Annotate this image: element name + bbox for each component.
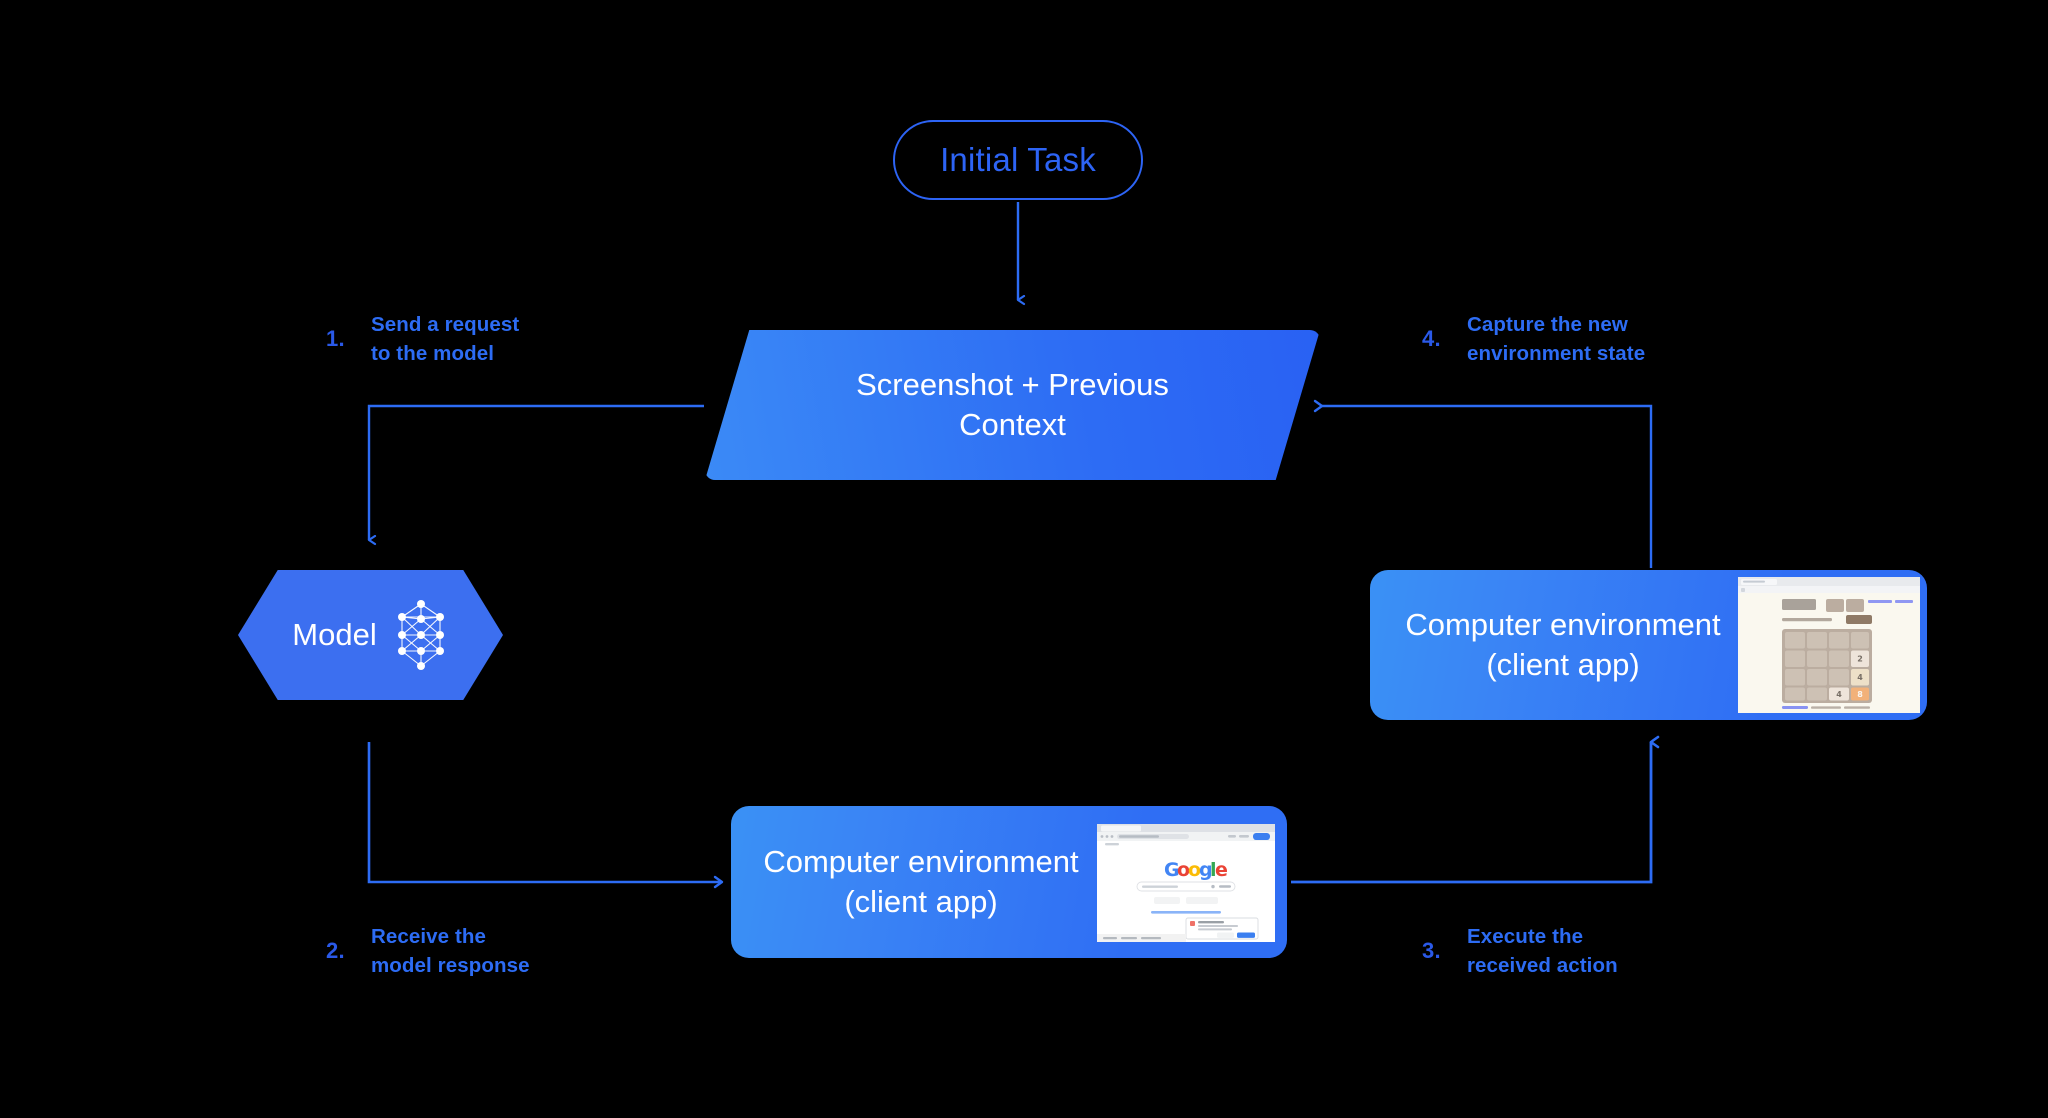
step-3-number: 3. bbox=[1422, 938, 1441, 964]
step-4-number: 4. bbox=[1422, 326, 1441, 352]
initial-task-label: Initial Task bbox=[940, 141, 1096, 178]
svg-text:2: 2 bbox=[1857, 655, 1863, 664]
node-env-right[interactable]: Computer environment (client app) bbox=[1370, 570, 1927, 720]
node-env-bottom[interactable]: Computer environment (client app) bbox=[731, 806, 1287, 958]
model-label: Model bbox=[292, 617, 377, 652]
edge-env-right-to-context bbox=[1313, 399, 1653, 568]
svg-text:e: e bbox=[1215, 859, 1228, 881]
model-shape bbox=[238, 570, 503, 700]
thumbnail-2048-game: 2 4 4 8 bbox=[1738, 577, 1920, 713]
node-initial-task[interactable]: Initial Task bbox=[893, 120, 1143, 200]
env-bottom-label-line2: (client app) bbox=[844, 884, 998, 919]
step-label-2: 2. Receive the model response bbox=[326, 922, 530, 980]
edge-context-to-model bbox=[367, 404, 704, 540]
step-2-text: Receive the model response bbox=[370, 925, 530, 978]
edge-env-bottom-to-env-right bbox=[1291, 735, 1660, 884]
step-label-3: 3. Execute the received action bbox=[1422, 922, 1618, 980]
step-1-text: Send a request to the model bbox=[370, 313, 520, 366]
context-label-line1: Screenshot + Previous bbox=[856, 367, 1169, 403]
svg-text:4: 4 bbox=[1857, 673, 1863, 682]
svg-text:4: 4 bbox=[1836, 690, 1842, 699]
svg-text:8: 8 bbox=[1857, 690, 1863, 699]
neural-network-icon bbox=[393, 599, 449, 671]
context-label-group: Screenshot + Previous Context bbox=[705, 330, 1320, 480]
svg-text:G: G bbox=[1164, 859, 1180, 881]
node-model[interactable]: Model bbox=[238, 570, 503, 700]
context-label-line2: Context bbox=[959, 407, 1066, 442]
step-label-1: 1. Send a request to the model bbox=[326, 310, 519, 368]
env-bottom-label-group: Computer environment (client app) bbox=[741, 806, 1101, 958]
node-context[interactable]: Screenshot + Previous Context bbox=[705, 330, 1320, 480]
env-right-label-group: Computer environment (client app) bbox=[1388, 570, 1738, 720]
step-1-number: 1. bbox=[326, 326, 345, 352]
edge-model-to-env-bottom bbox=[367, 742, 724, 889]
step-2-number: 2. bbox=[326, 938, 345, 964]
step-label-4: 4. Capture the new environment state bbox=[1422, 310, 1645, 368]
env-bottom-label-line1: Computer environment bbox=[763, 844, 1079, 880]
model-content: Model bbox=[238, 570, 503, 700]
context-shape bbox=[705, 330, 1320, 480]
thumbnail-google-search: G o o g l e bbox=[1097, 824, 1275, 942]
svg-text:l: l bbox=[1210, 859, 1217, 881]
env-right-label-line1: Computer environment bbox=[1405, 607, 1721, 643]
svg-text:g: g bbox=[1199, 859, 1213, 881]
svg-text:o: o bbox=[1177, 859, 1190, 881]
step-4-text: Capture the new environment state bbox=[1466, 313, 1646, 366]
svg-text:o: o bbox=[1188, 859, 1201, 881]
step-3-text: Execute the received action bbox=[1466, 925, 1618, 978]
env-right-label-line2: (client app) bbox=[1486, 647, 1640, 682]
